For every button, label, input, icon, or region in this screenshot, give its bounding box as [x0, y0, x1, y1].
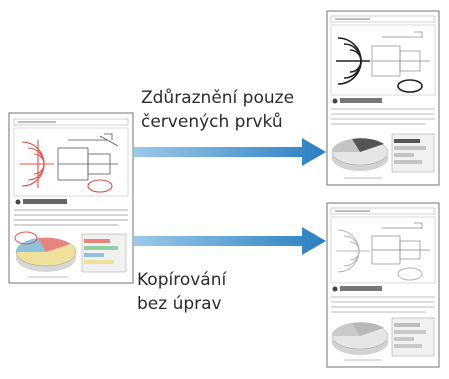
copy-unchanged-label: Kopírování bez úprav [137, 268, 297, 316]
highlight-red-label-line2: červených prvků [141, 112, 283, 132]
copy-unchanged-label-line1: Kopírování [137, 270, 227, 290]
output-plain-copy-document [326, 202, 440, 368]
highlight-red-label-line1: Zdůraznění pouze [141, 88, 295, 108]
arrow-to-copy-icon [134, 227, 326, 255]
output-red-emphasized-document [326, 10, 440, 186]
copy-unchanged-label-line2: bez úprav [137, 294, 222, 314]
highlight-red-label: Zdůraznění pouze červených prvků [141, 86, 316, 134]
source-color-document [8, 112, 134, 284]
arrow-to-highlight-icon [134, 138, 326, 166]
